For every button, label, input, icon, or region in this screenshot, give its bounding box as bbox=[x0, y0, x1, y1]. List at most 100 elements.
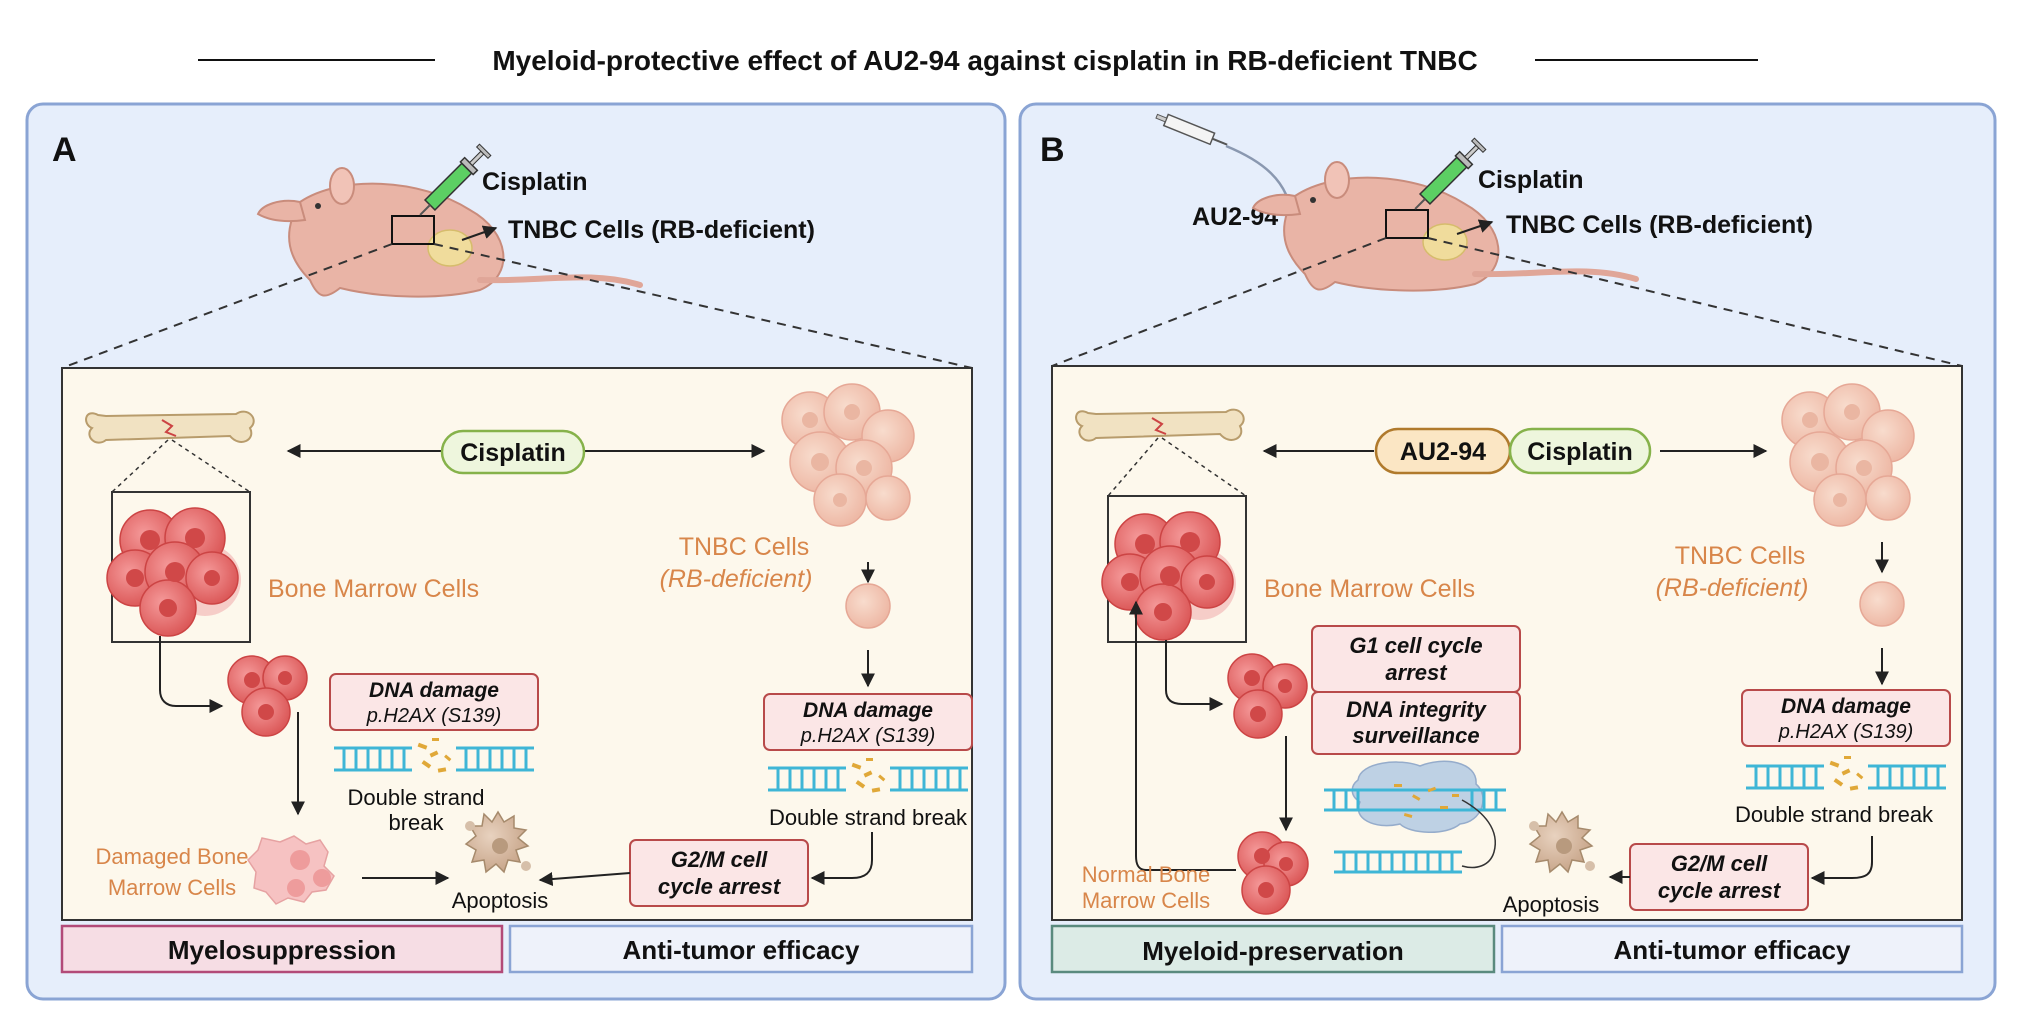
dna-fragments-left-a bbox=[417, 738, 452, 773]
dsb-right-a: Double strand break bbox=[769, 805, 968, 830]
panel-b-tnbc-label-2: (RB-deficient) bbox=[1656, 574, 1809, 602]
dna-damage-left-a-sub: p.H2AX (S139) bbox=[366, 705, 502, 727]
dna-break-left-a bbox=[334, 746, 534, 772]
bone-marrow-cluster-b bbox=[1101, 511, 1236, 641]
pill-cisplatin-b-label: Cisplatin bbox=[1527, 438, 1633, 466]
panel-a-mouse bbox=[256, 167, 643, 298]
panel-b-bone-marrow-label: Bone Marrow Cells bbox=[1264, 575, 1475, 603]
tnbc-cluster-a bbox=[781, 383, 915, 527]
footer-a-left-label: Myelosuppression bbox=[168, 935, 396, 965]
syringe-b-icon bbox=[1414, 137, 1487, 210]
tumor-arrow bbox=[461, 225, 498, 241]
repair-arrow bbox=[1461, 799, 1496, 869]
arrow-normal-back-to-marrow bbox=[1129, 600, 1236, 871]
zoom-line-right bbox=[433, 243, 973, 369]
mouse-b-eye bbox=[1310, 197, 1316, 203]
dna-fragments-right-b bbox=[1829, 756, 1864, 791]
g2m-b-line2: cycle arrest bbox=[1658, 878, 1782, 903]
integrity-line2: surveillance bbox=[1352, 723, 1479, 748]
panel-b-letter: B bbox=[1040, 131, 1065, 169]
au-syringe-icon bbox=[1155, 113, 1228, 146]
panel-a-tumor-label: TNBC Cells (RB-deficient) bbox=[508, 216, 815, 244]
pill-cisplatin-a bbox=[440, 429, 586, 475]
integrity-box bbox=[1311, 691, 1521, 755]
damaged-a-line1: Damaged Bone bbox=[96, 844, 249, 869]
panel-b: B AU2-94 Cisplatin TNBC Cells ( bbox=[1018, 102, 1997, 1001]
dna-break-right-b bbox=[1746, 764, 1946, 790]
dna-damage-right-b-sub: p.H2AX (S139) bbox=[1778, 721, 1914, 743]
footer-myelosuppression bbox=[60, 924, 504, 974]
footer-a-right-label: Anti-tumor efficacy bbox=[623, 935, 860, 965]
zoom-b-line-right bbox=[1427, 237, 1963, 367]
footer-anti-tumor-a bbox=[508, 924, 974, 974]
dna-damage-box-right-b bbox=[1741, 689, 1951, 747]
panel-a-letter: A bbox=[52, 131, 77, 169]
zoom-box bbox=[391, 215, 435, 245]
dna-repair-complex bbox=[1324, 760, 1506, 833]
bone-b-zoom-right bbox=[1161, 437, 1247, 497]
dna-break-right-a bbox=[768, 766, 968, 792]
footer-b-right-label: Anti-tumor efficacy bbox=[1614, 935, 1851, 965]
zoom-line-left bbox=[61, 243, 393, 369]
damaged-a-line2: Marrow Cells bbox=[108, 875, 236, 900]
marrow-cells-small-b bbox=[1227, 653, 1308, 739]
dsb-left-a-line2: break bbox=[388, 810, 444, 835]
dsb-right-b: Double strand break bbox=[1735, 802, 1934, 827]
normal-line2: Marrow Cells bbox=[1082, 888, 1210, 913]
apoptosis-b: Apoptosis bbox=[1503, 892, 1600, 917]
marrow-cells-small-a bbox=[227, 655, 308, 737]
apoptosis-cell-a bbox=[464, 810, 531, 874]
dna-damage-box-right-a bbox=[763, 693, 973, 751]
apoptosis-a: Apoptosis bbox=[452, 888, 549, 913]
dna-damage-box-left-a bbox=[329, 673, 539, 731]
dna-damage-right-b-title: DNA damage bbox=[1781, 695, 1911, 718]
pill-cisplatin-a-label: Cisplatin bbox=[460, 439, 566, 467]
panel-a-tnbc-label-2: (RB-deficient) bbox=[660, 565, 813, 593]
mouse-eye bbox=[315, 203, 321, 209]
arrow-to-g2m-a bbox=[810, 832, 873, 885]
panel-a: A Cisplatin TNBC Cells (RB-deficient) bbox=[25, 102, 1007, 1001]
figure-title-group: Myeloid-protective effect of AU2-94 agai… bbox=[198, 45, 1758, 76]
g1-line2: arrest bbox=[1385, 660, 1448, 685]
mouse-ear bbox=[329, 167, 355, 205]
dna-damage-right-a-title: DNA damage bbox=[803, 699, 933, 722]
arrow-marrow-to-cells-a bbox=[159, 636, 224, 713]
panel-b-tnbc-label-1: TNBC Cells bbox=[1675, 542, 1806, 570]
bone-icon bbox=[85, 410, 255, 444]
g1-line1: G1 cell cycle bbox=[1349, 633, 1482, 658]
damaged-marrow-cells-a bbox=[247, 835, 335, 905]
dna-fragments-right-a bbox=[851, 758, 886, 793]
single-tnbc-cell-a bbox=[845, 583, 891, 629]
integrity-line1: DNA integrity bbox=[1346, 697, 1488, 722]
syringe-icon bbox=[419, 143, 492, 216]
dna-damage-left-a-title: DNA damage bbox=[369, 679, 499, 702]
apoptosis-cell-b bbox=[1528, 810, 1595, 874]
bone-b-icon bbox=[1075, 408, 1245, 442]
panel-b-mouse bbox=[1251, 161, 1639, 292]
mouse-body bbox=[288, 182, 505, 298]
panel-b-drug-label: Cisplatin bbox=[1478, 166, 1584, 194]
figure-title: Myeloid-protective effect of AU2-94 agai… bbox=[492, 45, 1477, 76]
panel-a-drug-label: Cisplatin bbox=[482, 168, 588, 196]
footer-b-left-label: Myeloid-preservation bbox=[1142, 936, 1404, 966]
g2m-a-line2: cycle arrest bbox=[658, 874, 782, 899]
g2m-b-line1: G2/M cell bbox=[1671, 851, 1768, 876]
zoom-box-b bbox=[1385, 209, 1429, 239]
mouse-tail bbox=[477, 274, 643, 288]
zoom-b-line-left bbox=[1051, 237, 1387, 367]
normal-line1: Normal Bone bbox=[1082, 862, 1210, 887]
single-tnbc-cell-b bbox=[1859, 581, 1905, 627]
dsb-left-a-line1: Double strand bbox=[348, 785, 485, 810]
mouse-b-body bbox=[1283, 176, 1500, 292]
bone-marrow-cluster-a bbox=[106, 507, 241, 637]
footer-myeloid-preservation bbox=[1050, 924, 1496, 974]
arrow-g2m-to-apoptosis-a bbox=[538, 872, 631, 887]
arrow-marrow-to-cells-b bbox=[1165, 640, 1224, 711]
dna-damage-right-a-sub: p.H2AX (S139) bbox=[800, 725, 936, 747]
mouse-b-tail bbox=[1472, 268, 1639, 282]
mouse-snout bbox=[256, 199, 307, 223]
tnbc-cluster-b bbox=[1781, 383, 1915, 527]
pill-au-label: AU2-94 bbox=[1400, 438, 1486, 466]
normal-marrow-cells bbox=[1237, 831, 1309, 915]
